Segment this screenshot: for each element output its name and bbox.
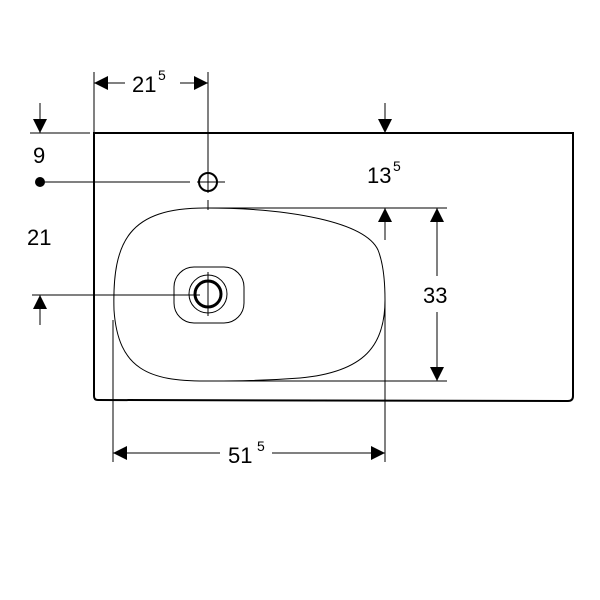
svg-text:5: 5 bbox=[393, 158, 401, 174]
basin-outline bbox=[93, 132, 574, 403]
dim-tap-offset-x: 21 bbox=[132, 72, 156, 97]
dim-drain-offset-y: 21 bbox=[27, 225, 51, 250]
bowl-outline bbox=[113, 207, 386, 382]
dim-bowl-width: 51 bbox=[228, 443, 252, 468]
dim-tap-offset-y: 9 bbox=[33, 143, 45, 168]
dim-bowl-offset-top: 13 bbox=[367, 163, 391, 188]
svg-text:5: 5 bbox=[158, 67, 166, 83]
svg-text:5: 5 bbox=[257, 438, 265, 454]
dim-bowl-depth: 33 bbox=[423, 283, 447, 308]
